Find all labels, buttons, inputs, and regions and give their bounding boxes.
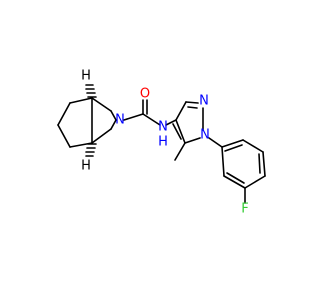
stereo-hash-bottom <box>85 143 97 157</box>
bond <box>221 146 225 177</box>
molecule-structure: O N N H N N F H H <box>57 69 266 217</box>
atom-label-o: O <box>140 87 150 102</box>
bond <box>142 113 161 126</box>
atom-label-n-ring: N <box>115 113 125 128</box>
bond <box>57 124 71 148</box>
bond <box>172 123 182 140</box>
atom-symbol: N <box>199 94 209 109</box>
pyrazole-ring <box>172 101 204 144</box>
bond <box>223 175 246 189</box>
methyl-bond <box>174 142 186 161</box>
atom-hydrogen: H <box>158 135 168 150</box>
stereo-hash-top <box>85 84 97 98</box>
atom-label-f: F <box>241 202 248 217</box>
bond <box>123 113 144 121</box>
atom-symbol: H <box>81 69 91 84</box>
bond <box>110 110 117 121</box>
atom-symbol: O <box>140 87 150 102</box>
bond <box>242 139 264 153</box>
atom-label-n-pyrazole1: N <box>200 128 210 143</box>
bond <box>175 119 186 144</box>
bond <box>224 144 243 152</box>
bond <box>57 102 71 126</box>
atom-label-h-top: H <box>81 69 91 84</box>
atom-symbol: F <box>241 202 248 217</box>
bond <box>258 153 261 174</box>
bond <box>165 119 177 126</box>
bond <box>110 119 117 130</box>
fluorophenyl-ring <box>208 137 266 204</box>
bond <box>221 139 244 148</box>
atom-label-n-pyrazole2: N <box>199 94 209 109</box>
cyclopentane-ring <box>57 97 93 148</box>
atom-label-nh: N H <box>158 120 168 150</box>
atom-symbol: N <box>200 128 210 143</box>
bond <box>262 151 266 177</box>
bond <box>69 97 93 104</box>
atom-symbol: H <box>81 159 91 174</box>
atom-symbol: N <box>115 113 125 128</box>
carboxamide-group <box>123 99 177 126</box>
bond <box>184 137 201 144</box>
atom-label-h-bottom: H <box>81 159 91 174</box>
bond <box>91 97 112 112</box>
bond <box>226 172 245 184</box>
bond <box>91 128 112 144</box>
bond <box>187 106 198 109</box>
bond <box>208 137 223 148</box>
bond <box>244 175 266 189</box>
pyrrolidine-ring <box>91 97 117 144</box>
bond <box>175 101 187 121</box>
atom-symbol: N <box>158 120 168 135</box>
bond <box>185 101 199 104</box>
